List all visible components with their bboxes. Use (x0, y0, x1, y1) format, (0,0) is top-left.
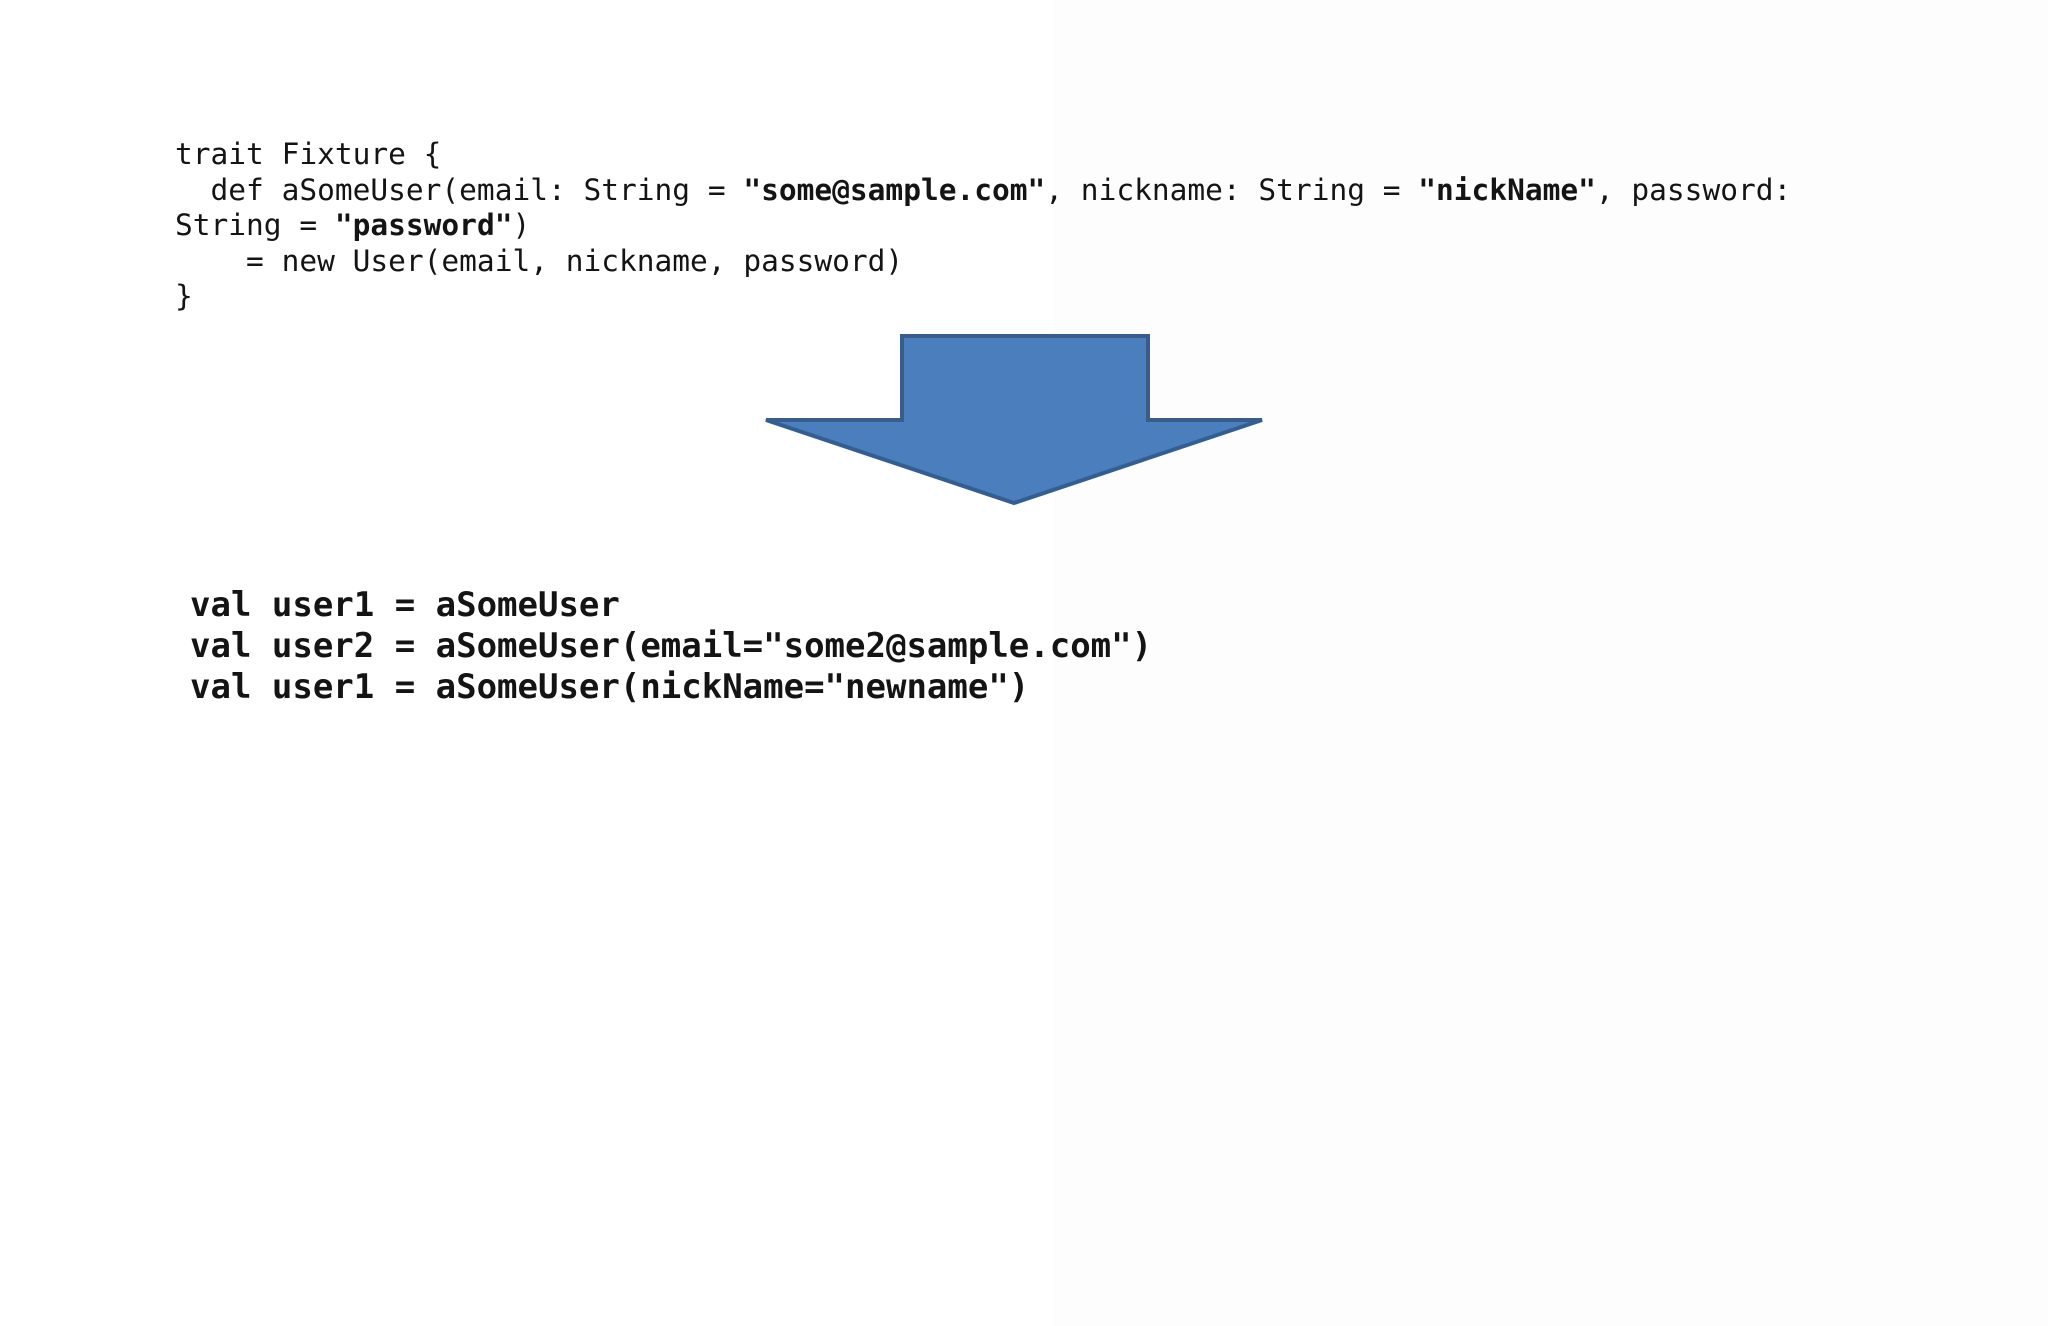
code-segment: , nickname: String = (1045, 172, 1419, 207)
code-segment: , password: String = (175, 172, 1792, 243)
code-bold-segment: "password" (334, 208, 513, 242)
page-right-shade (1053, 0, 2048, 1326)
fixture-definition-code: trait Fixture { def aSomeUser(email: Str… (175, 137, 1791, 315)
down-arrow (765, 334, 1263, 506)
down-arrow-shape (765, 334, 1263, 506)
code-segment: ) = new User(email, nickname, password) … (175, 208, 904, 313)
code-bold-segment: "some@sample.com" (743, 172, 1046, 207)
code-segment: trait Fixture { def aSomeUser(email: Str… (175, 137, 726, 207)
code-bold-segment: "nickName" (1418, 172, 1596, 207)
usage-example-code: val user1 = aSomeUser val user2 = aSomeU… (190, 585, 1153, 707)
